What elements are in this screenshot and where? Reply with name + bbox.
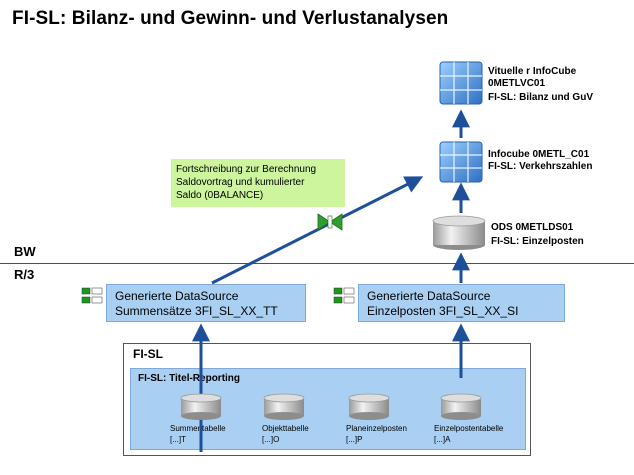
note-line-2: Saldovortrag und kumulierter bbox=[176, 177, 305, 188]
table-name: Summentabelle bbox=[170, 424, 226, 433]
ds-right-line-1: Generierte DataSource bbox=[367, 289, 491, 303]
infocube-line-1: Infocube 0METL_C01 bbox=[488, 149, 590, 160]
table-code: [...]P bbox=[346, 435, 363, 444]
datasource-icon bbox=[333, 287, 355, 304]
transfer-rule-icon[interactable] bbox=[317, 213, 343, 231]
table-name: Planeinzelposten bbox=[346, 424, 407, 433]
virtual-cube-line-3: FI-SL: Bilanz und GuV bbox=[488, 92, 593, 103]
virtual-cube-line-1: Vituelle r InfoCube bbox=[488, 66, 577, 77]
r3-layer-label: R/3 bbox=[14, 267, 35, 282]
table-summentabelle-label: Summentabelle [...]T bbox=[170, 423, 226, 445]
infocube-label: Infocube 0METL_C01 FI-SL: Verkehrszahlen bbox=[488, 149, 592, 173]
cube-icon[interactable] bbox=[439, 61, 483, 105]
page-title: FI-SL: Bilanz- und Gewinn- und Verlustan… bbox=[12, 8, 449, 29]
database-cylinder-icon[interactable] bbox=[432, 215, 486, 250]
table-name: Objekttabelle bbox=[262, 424, 309, 433]
table-planeinzelposten-label: Planeinzelposten [...]P bbox=[346, 423, 407, 445]
database-cylinder-icon[interactable] bbox=[180, 393, 222, 420]
infocube-line-2: FI-SL: Verkehrszahlen bbox=[488, 161, 593, 172]
table-einzelpostentabelle-label: Einzelpostentabelle [...]A bbox=[434, 423, 503, 445]
bw-layer-label: BW bbox=[14, 244, 36, 259]
note-line-3: Saldo (0BALANCE) bbox=[176, 190, 264, 201]
update-rule-note bbox=[171, 159, 345, 207]
ods-line-1: ODS 0METLDS01 bbox=[491, 222, 574, 233]
database-cylinder-icon[interactable] bbox=[348, 393, 390, 420]
table-name: Einzelpostentabelle bbox=[434, 424, 504, 433]
arrow-ds-to-infocube bbox=[211, 176, 424, 285]
ds-left-line-1: Generierte DataSource bbox=[115, 289, 239, 303]
table-objekttabelle-label: Objekttabelle [...]O bbox=[262, 423, 309, 445]
virtual-cube-label: Vituelle r InfoCube 0METLVC01 FI-SL: Bil… bbox=[488, 66, 593, 104]
ods-label: ODS 0METLDS01 FI-SL: Einzelposten bbox=[491, 222, 584, 248]
note-line-1: Fortschreibung zur Berechnung bbox=[176, 164, 317, 175]
fisl-inner-label: FI-SL: Titel-Reporting bbox=[138, 373, 241, 384]
virtual-cube-line-2: 0METLVC01 bbox=[488, 78, 546, 89]
fisl-label: FI-SL bbox=[133, 347, 163, 361]
layer-divider bbox=[0, 263, 634, 264]
table-code: [...]T bbox=[170, 435, 186, 444]
update-rule-note-text: Fortschreibung zur Berechnung Saldovortr… bbox=[176, 163, 316, 202]
datasource-summensaetze[interactable]: Generierte DataSource Summensätze 3FI_SL… bbox=[106, 284, 306, 322]
ds-left-line-2: Summensätze 3FI_SL_XX_TT bbox=[115, 304, 278, 318]
table-code: [...]A bbox=[434, 435, 451, 444]
arrows bbox=[192, 109, 470, 452]
cube-icon[interactable] bbox=[439, 141, 483, 183]
ds-right-line-2: Einzelposten 3FI_SL_XX_SI bbox=[367, 304, 519, 318]
ods-line-2: FI-SL: Einzelposten bbox=[491, 236, 584, 247]
datasource-icon bbox=[81, 287, 103, 304]
database-cylinder-icon[interactable] bbox=[263, 393, 305, 420]
database-cylinder-icon[interactable] bbox=[440, 393, 482, 420]
datasource-einzelposten[interactable]: Generierte DataSource Einzelposten 3FI_S… bbox=[358, 284, 565, 322]
table-code: [...]O bbox=[262, 435, 280, 444]
